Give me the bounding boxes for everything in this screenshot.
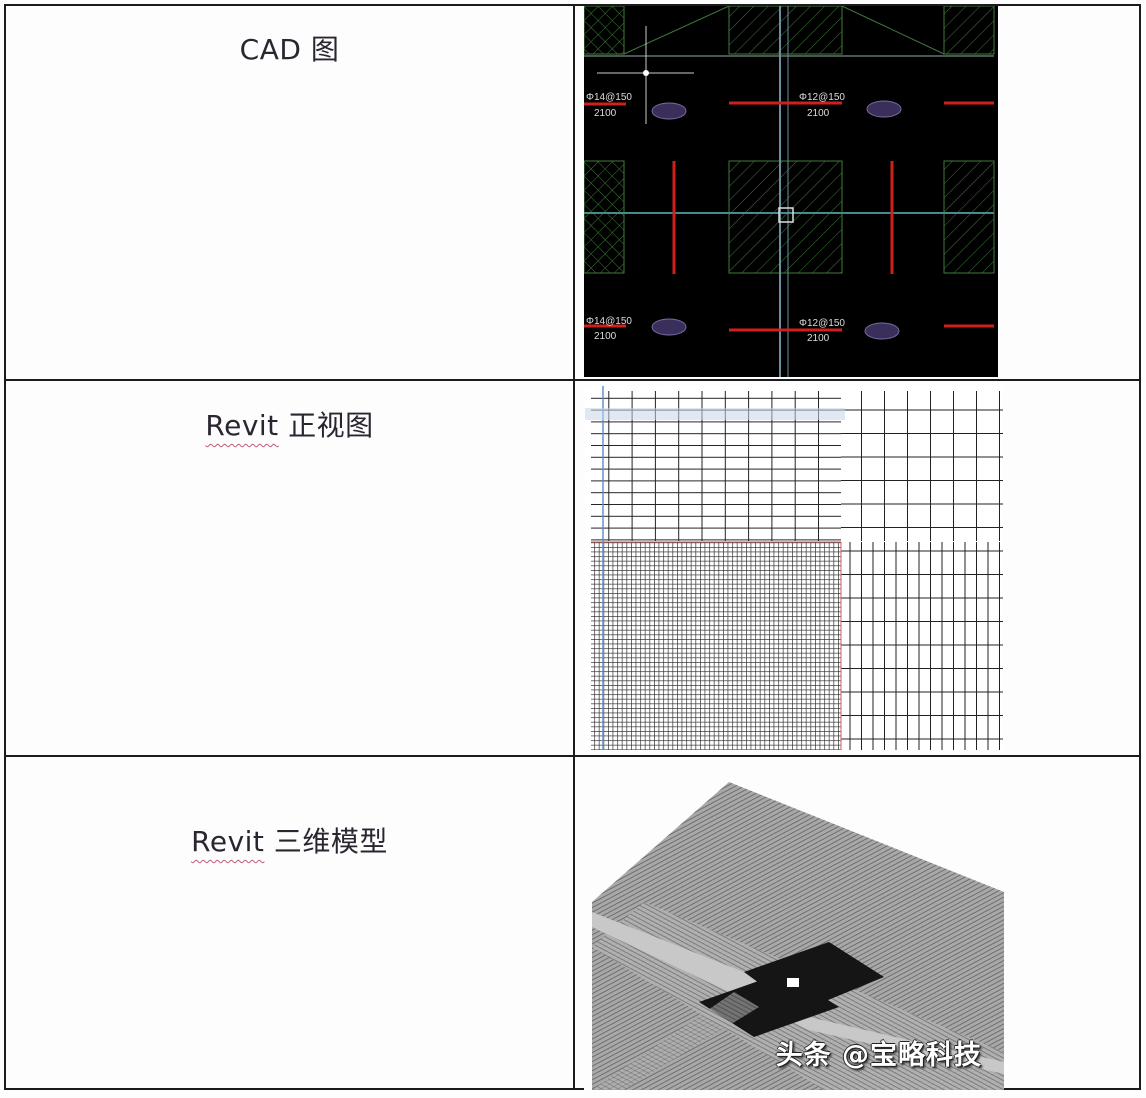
svg-text:2100: 2100: [594, 331, 617, 342]
svg-text:Φ14@150: Φ14@150: [586, 316, 632, 327]
svg-text:2100: 2100: [594, 108, 617, 119]
label-cn: 正视图: [288, 409, 374, 442]
row-label-revit-front: Revit 正视图: [6, 404, 573, 444]
cad-drawing-image: Φ14@150 2100 Φ12@150 2100 Φ14@150 2100 Φ12@…: [584, 6, 998, 377]
svg-text:Φ14@150: Φ14@150: [586, 92, 632, 103]
label-cn: 三维模型: [273, 825, 388, 858]
label-cn: 图: [310, 33, 340, 66]
label-latin: Revit: [205, 409, 279, 442]
revit-front-view-image: [585, 386, 1003, 750]
comparison-table: CAD 图: [4, 4, 1141, 1090]
column-divider: [573, 6, 575, 1088]
svg-text:2100: 2100: [807, 108, 830, 119]
label-latin: Revit: [191, 825, 265, 858]
row-label-cad: CAD 图: [6, 28, 573, 68]
row-label-revit-3d: Revit 三维模型: [6, 820, 573, 860]
revit-3d-model-image: 头条 @宝略科技: [584, 762, 1004, 1090]
row-divider: [6, 755, 1139, 757]
svg-text:Φ12@150: Φ12@150: [799, 92, 845, 103]
watermark-text: 头条 @宝略科技: [775, 1040, 982, 1071]
row-divider: [6, 379, 1139, 381]
label-latin: CAD: [239, 33, 302, 66]
svg-text:2100: 2100: [807, 333, 830, 344]
svg-text:Φ12@150: Φ12@150: [799, 318, 845, 329]
